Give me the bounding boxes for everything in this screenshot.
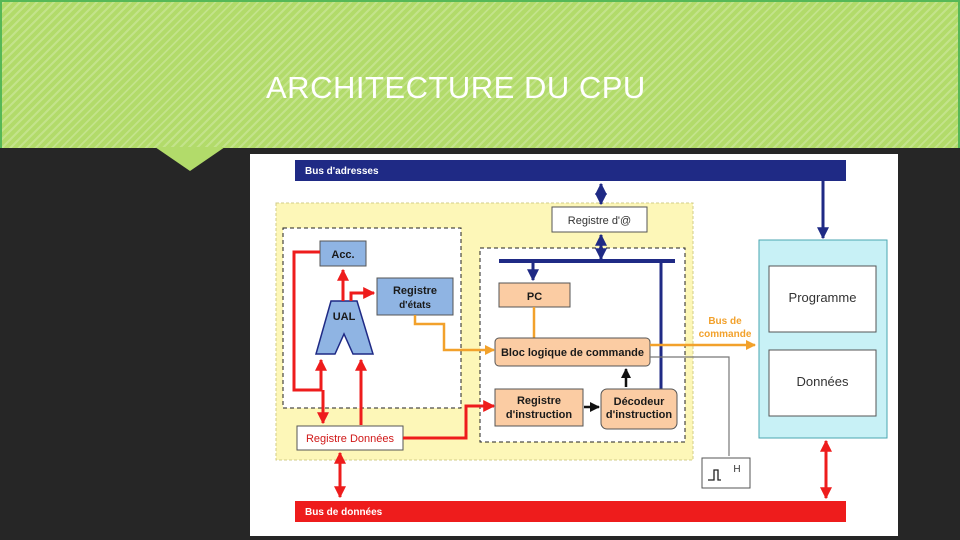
instruction-decoder-label-2: d'instruction (606, 409, 672, 421)
control-logic-label: Bloc logique de commande (501, 347, 644, 359)
program-counter (498, 282, 571, 308)
acc-feedback-loop (292, 250, 327, 392)
status-register-label-1: Registre (393, 285, 437, 297)
data-bus (295, 501, 846, 522)
title-bar: ARCHITECTURE DU CPU (0, 0, 960, 148)
data-bus-label: Bus de données (305, 507, 383, 518)
alu-block (282, 227, 462, 409)
clock-label: H (733, 464, 740, 475)
alu-to-status-arrow (349, 287, 376, 301)
program-memory (768, 265, 877, 333)
address-register (551, 206, 648, 233)
title-bar-pointer (155, 147, 225, 171)
data-register-label: Registre Données (306, 433, 395, 445)
program-memory-label: Programme (789, 290, 857, 305)
address-bus (295, 160, 846, 181)
instruction-register-label-2: d'instruction (506, 409, 572, 421)
clock-box (701, 457, 751, 489)
instruction-decoder-label-1: Décodeur (614, 396, 665, 408)
program-counter-label: PC (527, 291, 542, 303)
control-logic-block (494, 337, 651, 367)
address-bus-label: Bus d'adresses (305, 166, 379, 177)
command-bus-label-2: commande (699, 329, 752, 340)
accumulator-register (319, 240, 367, 267)
status-register (376, 277, 454, 316)
instruction-register-label-1: Registre (517, 395, 561, 407)
slide-title: ARCHITECTURE DU CPU (266, 70, 646, 105)
alu-shape (315, 300, 375, 355)
data-memory-label: Données (796, 374, 849, 389)
command-bus-label-1: Bus de (708, 316, 742, 327)
instruction-register (494, 388, 584, 427)
status-to-control-line (413, 315, 495, 355)
clock-line (650, 356, 730, 456)
data-memory (768, 349, 877, 417)
address-register-label: Registre d'@ (568, 215, 631, 227)
clock-icon (708, 469, 721, 481)
data-register-to-instruction-register-arrow (403, 400, 496, 440)
cpu-architecture-diagram: Bus d'adresses Bus de données Registre d… (250, 154, 898, 536)
status-register-label-2: d'états (399, 300, 431, 311)
instruction-decoder (600, 388, 678, 430)
alu-label: UAL (333, 311, 356, 323)
accumulator-label: Acc. (331, 249, 354, 261)
